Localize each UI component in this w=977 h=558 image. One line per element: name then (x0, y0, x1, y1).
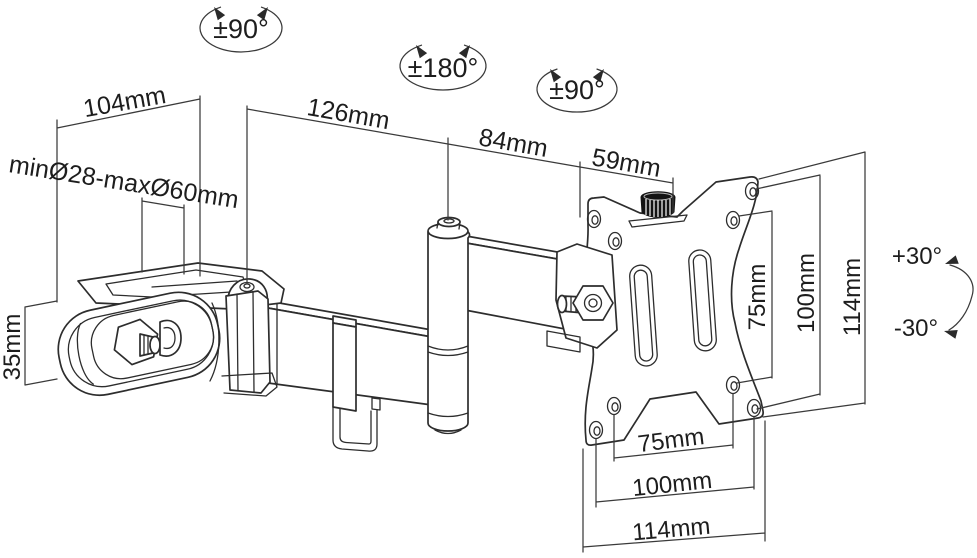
rotation-arrow-icon (550, 69, 562, 83)
vesa-holes (586, 181, 762, 440)
clamp-d-slot (159, 319, 182, 357)
pivot-column (427, 216, 471, 435)
pole-clamp (57, 262, 285, 397)
tilt-arrow-up-icon (945, 255, 959, 264)
tilt-up-label: +30° (892, 243, 942, 270)
rotation-arc-plate (536, 68, 618, 113)
clamp-arm-bracket (225, 290, 271, 394)
dim-vesa-vertical-100: 100mm (793, 253, 820, 333)
rotation-indicators (199, 6, 618, 113)
tilt-arc (948, 264, 974, 331)
rotation-arc-base (199, 6, 283, 53)
tilt-bracket (546, 243, 618, 353)
dim-vesa-horizontal-100: 100mm (631, 467, 713, 502)
dim-arm-lower: 126mm (305, 93, 392, 135)
cable-clip (332, 315, 381, 452)
dim-plate-offset: 59mm (590, 143, 663, 183)
dim-clamp-height: 35mm (0, 314, 26, 381)
rotation-arrow-icon (592, 69, 604, 83)
rotation-elbow-label: ±180° (408, 53, 479, 83)
tilt-arrow-down-icon (944, 330, 958, 339)
dim-vesa-vertical-75: 75mm (744, 264, 771, 331)
dimension-lines (24, 95, 866, 553)
dim-clamp-depth: 104mm (81, 81, 168, 123)
vesa-plate (582, 176, 764, 446)
rotation-arrow-icon (256, 7, 268, 21)
dim-arm-upper: 84mm (477, 123, 550, 163)
vesa-slots (629, 249, 717, 367)
rotation-plate-label: ±90° (549, 75, 605, 105)
dim-plate-width: 114mm (631, 513, 711, 547)
dim-plate-height: 114mm (839, 258, 866, 336)
rotation-base-label: ±90° (213, 14, 269, 44)
dim-vesa-horizontal-75: 75mm (636, 423, 705, 458)
tilt-down-label: -30° (894, 315, 938, 342)
rotation-arc-elbow (399, 44, 487, 91)
rotation-arrow-icon (214, 7, 226, 21)
tilt-indicator (944, 255, 974, 339)
rotation-arrow-icon (416, 45, 428, 59)
thumb-screw (628, 191, 688, 228)
dim-pole-diameter-range: minØ28-maxØ60mm (7, 150, 241, 214)
rotation-arrow-icon (458, 45, 470, 59)
tilt-hex-nut (572, 285, 614, 321)
